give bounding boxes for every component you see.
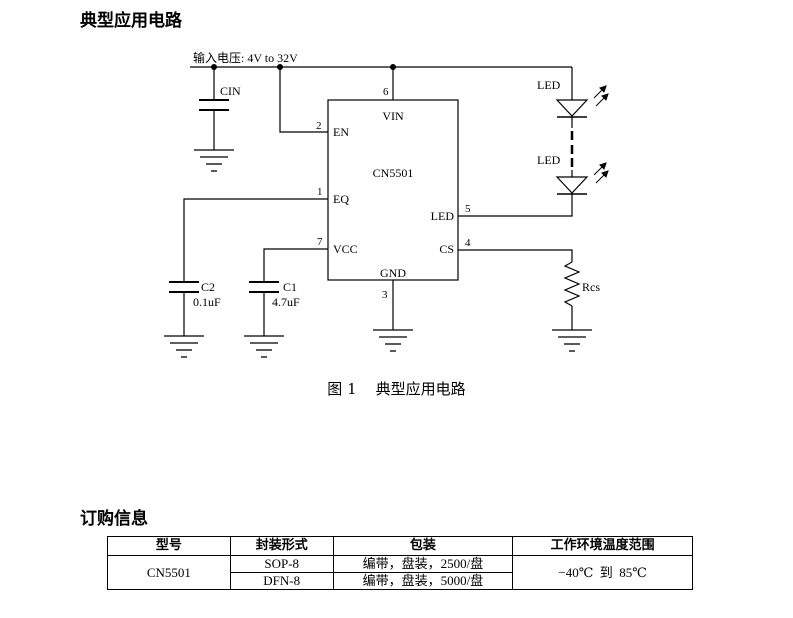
ordering-heading: 订购信息 (80, 509, 148, 529)
temperature-cell: −40℃ 到 85℃ (512, 555, 693, 590)
figure-caption: 图 1 典型应用电路 (327, 380, 466, 398)
pin-label-gnd: GND (380, 266, 406, 280)
typical-application-circuit: 输入电压: 4V to 32V CN5501 VIN EN EQ VCC LED… (164, 50, 609, 358)
package-cell: SOP-8 (229, 555, 334, 573)
ordering-table: 型号 封装形式 包装 工作环境温度范围 CN5501 SOP-8 编带，盘装，2… (107, 536, 693, 590)
header-package: 封装形式 (229, 536, 334, 556)
pin-number-vin: 6 (383, 86, 389, 98)
pin-number-vcc: 7 (317, 236, 323, 248)
input-voltage-label: 输入电压: 4V to 32V (193, 50, 298, 65)
pin-label-vcc: VCC (333, 242, 358, 256)
model-cell: CN5501 (107, 555, 231, 590)
packing-cell: 编带，盘装，2500/盘 (332, 555, 514, 573)
rcs-label: Rcs (582, 280, 600, 294)
pin-number-eq: 1 (317, 186, 323, 198)
packing-cell: 编带，盘装，5000/盘 (332, 572, 514, 590)
c1-label: C1 (283, 280, 297, 294)
pin-label-eq: EQ (333, 192, 349, 206)
table-header-row: 型号 封装形式 包装 工作环境温度范围 (107, 536, 693, 556)
c1-value: 4.7uF (272, 295, 300, 309)
chip-name: CN5501 (373, 166, 414, 180)
cin-label: CIN (220, 84, 241, 98)
pin-number-gnd: 3 (382, 289, 388, 301)
header-packing: 包装 (332, 536, 514, 556)
c2-value: 0.1uF (193, 295, 221, 309)
c2-label: C2 (201, 280, 215, 294)
header-temperature: 工作环境温度范围 (512, 536, 693, 556)
pin-label-vin: VIN (382, 109, 404, 123)
pin-number-cs: 4 (465, 237, 471, 249)
header-model: 型号 (107, 536, 231, 556)
led-top-label: LED (537, 78, 561, 92)
circuit-heading: 典型应用电路 (80, 11, 182, 31)
package-cell: DFN-8 (229, 572, 334, 590)
table-row: DFN-8 编带，盘装，5000/盘 (108, 572, 693, 590)
pin-label-cs: CS (439, 242, 454, 256)
pin-label-en: EN (333, 125, 349, 139)
pin-label-led: LED (431, 209, 455, 223)
pin-number-en: 2 (316, 120, 322, 132)
table-row: CN5501 SOP-8 编带，盘装，2500/盘 −40℃ 到 85℃ (107, 555, 693, 590)
led-bottom-label: LED (537, 153, 561, 167)
pin-number-led: 5 (465, 203, 471, 215)
